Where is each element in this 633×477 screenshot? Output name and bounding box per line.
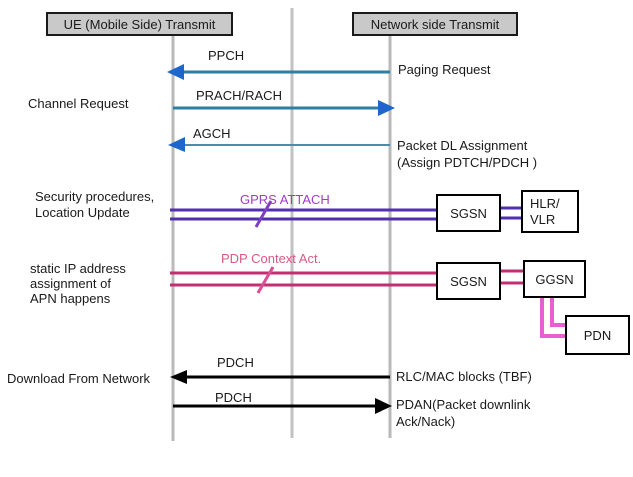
channel-request-annotation: Channel Request: [28, 96, 129, 111]
sgsn-top-node: SGSN: [436, 194, 501, 232]
static-ip-annotation: static IP address assignment of APN happ…: [30, 261, 126, 306]
pdch-upload-label: PDCH: [215, 390, 252, 405]
sgsn-bottom-node: SGSN: [436, 262, 501, 300]
ggsn-pdn-connector: [540, 298, 565, 338]
ue-transmit-header-label: UE (Mobile Side) Transmit: [63, 16, 216, 32]
gprs-attach-double-line: [170, 200, 436, 228]
pdch-download-label: PDCH: [217, 355, 254, 370]
packet-dl-line2: (Assign PDTCH/PDCH ): [397, 155, 538, 170]
hlr-vlr-label-line1: HLR/: [530, 195, 560, 211]
pdan-annotation: PDAN(Packet downlink Ack/Nack): [396, 396, 530, 430]
ggsn-label: GGSN: [535, 271, 574, 287]
static-ip-line1: static IP address: [30, 261, 126, 276]
security-procedures-line1: Security procedures,: [35, 189, 155, 204]
sgsn-ggsn-connector: [501, 269, 523, 285]
packet-dl-assignment-annotation: Packet DL Assignment (Assign PDTCH/PDCH …: [397, 137, 537, 171]
pdp-context-double-line: [170, 266, 436, 294]
network-transmit-header-label: Network side Transmit: [370, 16, 500, 32]
pdan-line1: PDAN(Packet downlink: [396, 397, 531, 412]
prach-arrow: [173, 100, 395, 116]
rlc-mac-annotation: RLC/MAC blocks (TBF): [396, 369, 532, 384]
hlr-vlr-label-line2: VLR: [530, 211, 556, 227]
ue-transmit-header: UE (Mobile Side) Transmit: [46, 12, 233, 36]
sgsn-bottom-label: SGSN: [450, 273, 487, 289]
pdp-context-label: PDP Context Act.: [221, 251, 322, 266]
static-ip-line2: assignment of: [30, 276, 111, 291]
download-from-network-annotation: Download From Network: [7, 371, 151, 386]
ppch-arrow: [167, 64, 390, 80]
paging-request-annotation: Paging Request: [398, 62, 491, 77]
hlr-vlr-node: HLR/ VLR: [521, 190, 579, 233]
security-procedures-annotation: Security procedures, Location Update: [35, 189, 154, 221]
sgsn-hlr-connector: [501, 206, 521, 220]
sgsn-top-label: SGSN: [450, 205, 487, 221]
pdch-upload-arrow: [173, 398, 392, 414]
packet-dl-line1: Packet DL Assignment: [397, 138, 528, 153]
ppch-label: PPCH: [208, 48, 245, 63]
agch-label: AGCH: [193, 126, 231, 141]
ggsn-node: GGSN: [523, 260, 586, 298]
network-transmit-header: Network side Transmit: [352, 12, 518, 36]
agch-arrow: [168, 137, 390, 152]
pdch-download-arrow: [170, 370, 390, 384]
pdn-node: PDN: [565, 315, 630, 355]
prach-rach-label: PRACH/RACH: [196, 88, 282, 103]
security-procedures-line2: Location Update: [35, 205, 130, 220]
pdn-label: PDN: [583, 327, 612, 343]
gprs-attach-label: GPRS ATTACH: [240, 192, 330, 207]
static-ip-line3: APN happens: [30, 291, 111, 306]
pdan-line2: Ack/Nack): [396, 414, 456, 429]
